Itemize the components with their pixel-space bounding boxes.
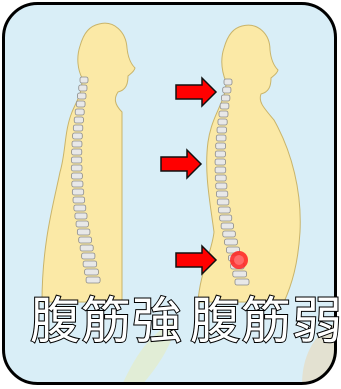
vertebra: [73, 125, 82, 131]
vertebra: [79, 237, 92, 243]
vertebra: [78, 93, 86, 99]
vertebra: [73, 197, 85, 203]
vertebra: [216, 143, 226, 149]
vertebra: [216, 183, 227, 189]
label-strong-abs: 腹筋強: [30, 286, 183, 356]
vertebra: [80, 245, 93, 251]
vertebra: [221, 223, 233, 229]
vertebra: [235, 279, 249, 285]
vertebra: [83, 261, 97, 267]
vertebra: [86, 277, 100, 283]
vertebra: [72, 181, 83, 187]
vertebra: [221, 95, 229, 101]
vertebra: [220, 215, 232, 221]
vertebra: [77, 229, 90, 235]
vertebra: [79, 85, 87, 91]
vertebra: [215, 167, 226, 173]
vertebra: [215, 151, 225, 157]
vertebra: [233, 271, 247, 277]
vertebra: [85, 269, 99, 275]
vertebra: [72, 141, 82, 147]
vertebra: [74, 205, 86, 211]
diagram-panel: 腹筋強 腹筋弱: [2, 2, 337, 385]
vertebra: [71, 157, 81, 163]
vertebra: [74, 117, 83, 123]
vertebra: [217, 199, 229, 205]
vertebra: [220, 103, 229, 109]
vertebra: [216, 135, 226, 141]
vertebra: [73, 133, 83, 139]
vertebra: [71, 165, 82, 171]
vertebra: [76, 101, 85, 107]
vertebra: [75, 213, 87, 219]
vertebra: [225, 239, 238, 245]
vertebra: [76, 221, 88, 227]
label-weak-abs: 腹筋弱: [190, 286, 341, 356]
vertebra: [218, 119, 227, 125]
vertebra: [72, 149, 82, 155]
vertebra: [82, 253, 95, 259]
vertebra: [71, 173, 82, 179]
vertebra: [80, 77, 88, 83]
vertebra: [224, 79, 232, 85]
vertebra: [72, 189, 83, 195]
vertebra: [217, 127, 226, 133]
vertebra: [223, 231, 236, 237]
vertebra: [223, 87, 231, 93]
vertebra: [216, 191, 227, 197]
pain-marker: [230, 251, 248, 269]
vertebra: [218, 207, 230, 213]
vertebra: [215, 159, 225, 165]
vertebra: [75, 109, 84, 115]
vertebra: [219, 111, 228, 117]
vertebra: [215, 175, 226, 181]
